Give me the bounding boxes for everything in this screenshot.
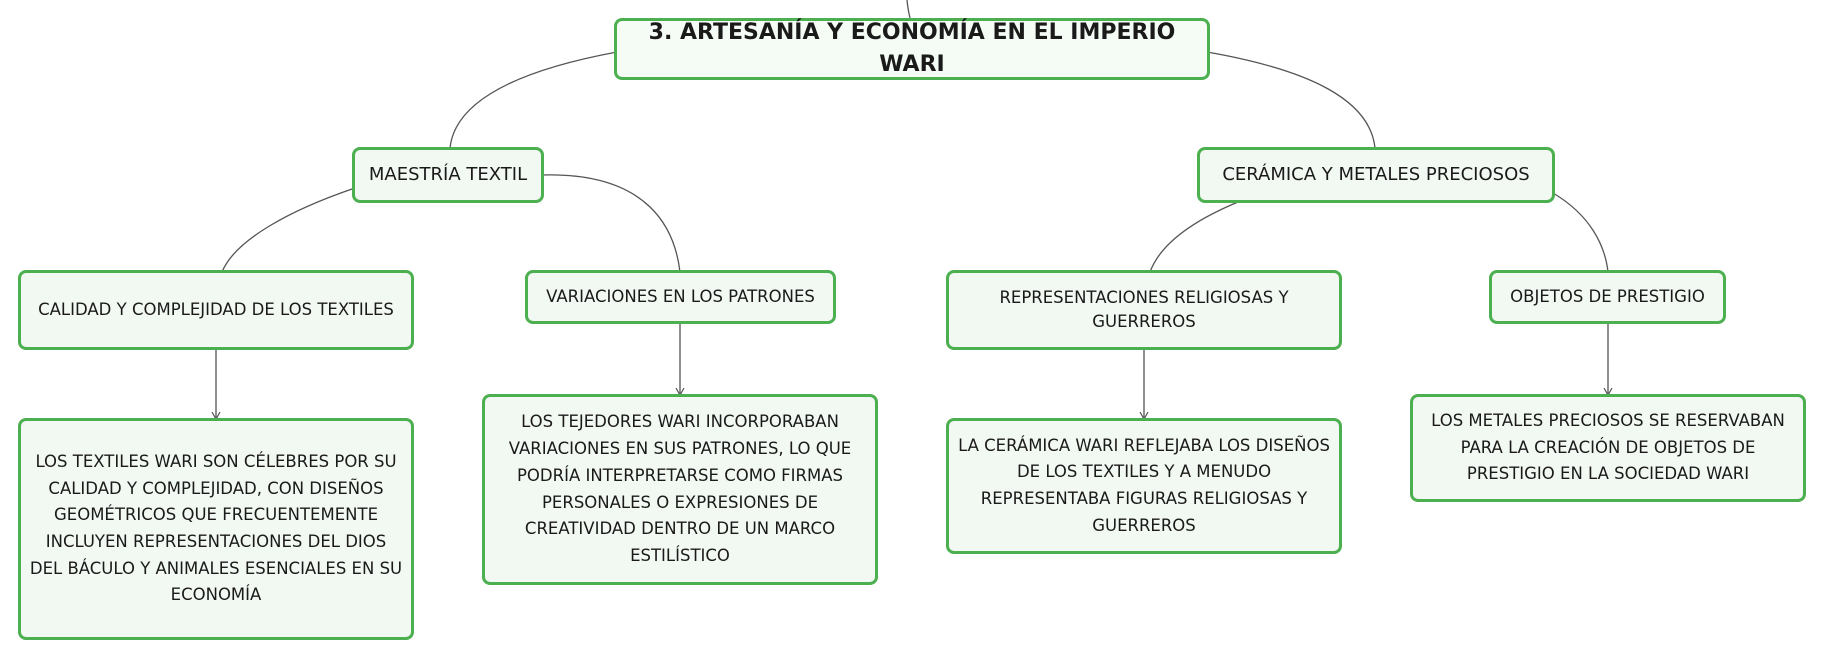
detail-calidad-complejidad[interactable]: LOS TEXTILES WARI SON CÉLEBRES POR SU CA… [18, 418, 414, 640]
branch-label: CERÁMICA Y METALES PRECIOSOS [1222, 163, 1530, 185]
subtopic-objetos-prestigio[interactable]: OBJETOS DE PRESTIGIO [1489, 270, 1726, 324]
subtopic-label: VARIACIONES EN LOS PATRONES [546, 287, 815, 307]
connector-root-textil [449, 51, 618, 149]
subtopic-label: OBJETOS DE PRESTIGIO [1510, 287, 1705, 307]
branch-maestria-textil[interactable]: MAESTRÍA TEXTIL [352, 147, 544, 203]
subtopic-calidad-complejidad[interactable]: CALIDAD Y COMPLEJIDAD DE LOS TEXTILES [18, 270, 414, 350]
detail-text: LOS METALES PRECIOSOS SE RESERVABAN PARA… [1431, 410, 1785, 484]
detail-text: LOS TEXTILES WARI SON CÉLEBRES POR SU CA… [29, 451, 403, 605]
subtopic-representaciones-religiosas[interactable]: REPRESENTACIONES RELIGIOSAS Y GUERREROS [946, 270, 1342, 350]
connector-ceramica-religiosas [1149, 201, 1239, 273]
connector-root-incoming [906, 0, 911, 19]
detail-text: LA CERÁMICA WARI REFLEJABA LOS DISEÑOS D… [958, 435, 1330, 535]
connector-ceramica-prestigio [1552, 192, 1609, 273]
branch-ceramica-metales[interactable]: CERÁMICA Y METALES PRECIOSOS [1197, 147, 1555, 203]
root-topic-label: 3. ARTESANÍA Y ECONOMÍA EN EL IMPERIO WA… [648, 20, 1176, 77]
subtopic-variaciones-patrones[interactable]: VARIACIONES EN LOS PATRONES [525, 270, 836, 324]
subtopic-label: REPRESENTACIONES RELIGIOSAS Y GUERREROS [999, 288, 1289, 331]
root-topic[interactable]: 3. ARTESANÍA Y ECONOMÍA EN EL IMPERIO WA… [614, 18, 1210, 80]
subtopic-label: CALIDAD Y COMPLEJIDAD DE LOS TEXTILES [38, 300, 394, 320]
detail-variaciones-patrones[interactable]: LOS TEJEDORES WARI INCORPORABAN VARIACIO… [482, 394, 878, 585]
connector-root-ceramica [1206, 51, 1376, 149]
detail-text: LOS TEJEDORES WARI INCORPORABAN VARIACIO… [508, 412, 852, 565]
connector-textil-variaciones [541, 174, 681, 273]
detail-objetos-prestigio[interactable]: LOS METALES PRECIOSOS SE RESERVABAN PARA… [1410, 394, 1806, 502]
connector-textil-calidad [221, 187, 356, 273]
detail-representaciones-religiosas[interactable]: LA CERÁMICA WARI REFLEJABA LOS DISEÑOS D… [946, 418, 1342, 554]
branch-label: MAESTRÍA TEXTIL [368, 163, 528, 185]
